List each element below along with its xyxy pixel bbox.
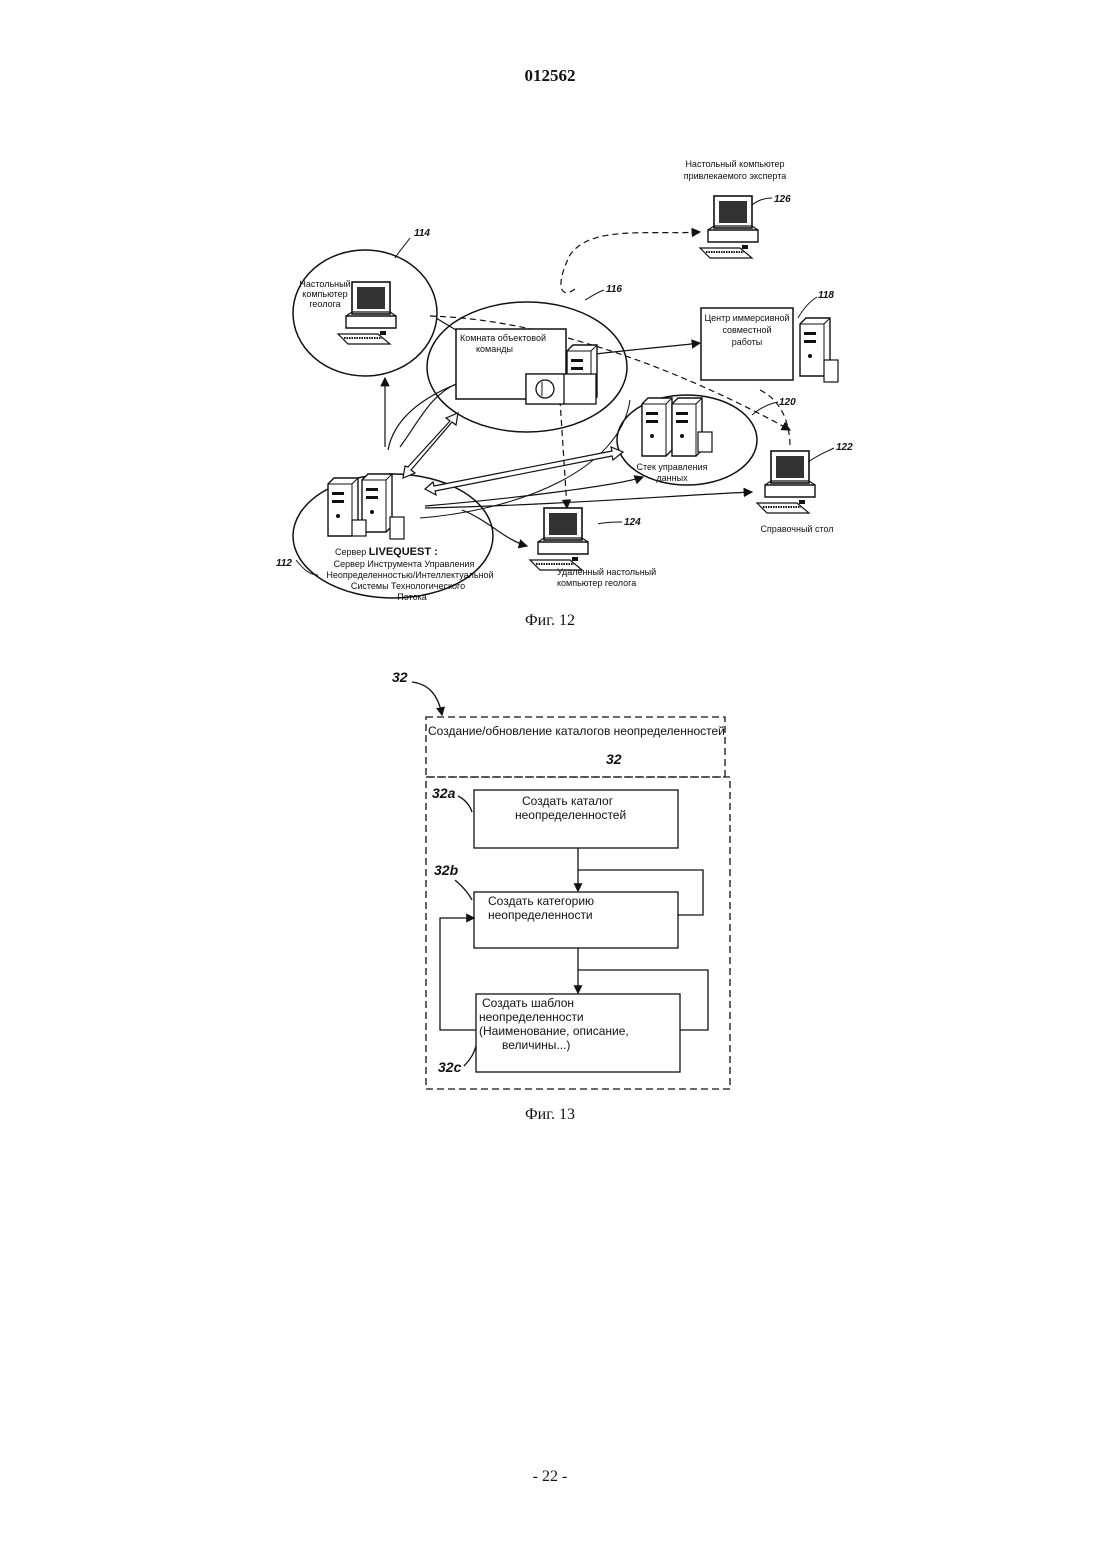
help-desk-desktop-icon [757, 451, 815, 513]
geologist-desktop-label-2: компьютер [302, 289, 347, 299]
data-stack-label-2: данных [656, 473, 688, 483]
help-desk-label: Справочный стол [760, 524, 833, 534]
header-ref-32: 32 [606, 751, 622, 767]
figure-12-caption: Фиг. 12 [450, 612, 650, 630]
ref-32: 32 [392, 669, 408, 685]
ref-124: 124 [624, 517, 641, 528]
ref-122: 122 [836, 442, 853, 453]
box-b-line-2: неопределенности [488, 908, 593, 922]
team-room-label-1: Комната объектовой [460, 333, 546, 343]
remote-desktop-label-2: компьютер геолога [557, 578, 636, 588]
server-label-5: Потока [397, 592, 426, 602]
geologist-desktop-label-1: Настольный [299, 279, 350, 289]
geologist-desktop-label-3: геолога [309, 299, 340, 309]
figure-12-network-diagram: Настольный компьютер привлекаемого экспе… [0, 0, 1100, 640]
ref-32b: 32b [434, 862, 459, 878]
ref-114: 114 [414, 228, 430, 239]
box-a-line-2: неопределенностей [515, 808, 626, 822]
ref-32c: 32c [438, 1059, 462, 1075]
data-stack-label-1: Стек управления [636, 462, 707, 472]
box-c-line-2: неопределенности [479, 1010, 584, 1024]
server-label-3: Неопределенностью/Интеллектуальной [326, 570, 493, 580]
box-c-line-4: величины...) [502, 1038, 570, 1052]
ref-116: 116 [606, 284, 622, 295]
server-label-4: Системы Технологического [351, 581, 465, 591]
ref-118: 118 [818, 290, 834, 301]
immersive-label-3: работы [732, 337, 763, 347]
page-number: - 22 - [0, 1468, 1100, 1486]
expert-desktop-label-2: привлекаемого эксперта [684, 171, 787, 181]
figure-13-caption: Фиг. 13 [450, 1106, 650, 1124]
remote-desktop-icon [530, 508, 588, 570]
ref-32a: 32a [432, 785, 456, 801]
process-container [426, 777, 730, 1089]
catalog-header-text: Создание/обновление каталогов неопределе… [428, 724, 725, 738]
immersive-label-2: совместной [722, 325, 771, 335]
ref-126: 126 [774, 194, 791, 205]
server-label-1: Сервер LIVEQUEST : [335, 546, 438, 558]
expert-desktop-icon [700, 196, 758, 258]
expert-desktop-label-1: Настольный компьютер [685, 159, 784, 169]
figure-13-flowchart: Создание/обновление каталогов неопределе… [0, 660, 1100, 1100]
team-room-label-2: команды [476, 344, 513, 354]
remote-desktop-label-1: Удаленный настольный [557, 567, 656, 577]
ref-120: 120 [779, 397, 796, 408]
immersive-label-1: Центр иммерсивной [705, 313, 790, 323]
box-c-line-1: Создать шаблон [482, 996, 574, 1010]
data-stack-tower-1 [642, 398, 672, 456]
box-c-line-3: (Наименование, описание, [479, 1024, 629, 1038]
box-a-line-1: Создать каталог [522, 794, 614, 808]
box-b-line-1: Создать категорию [488, 894, 594, 908]
ref-112: 112 [276, 558, 292, 569]
server-label-2: Сервер Инструмента Управления [334, 559, 475, 569]
